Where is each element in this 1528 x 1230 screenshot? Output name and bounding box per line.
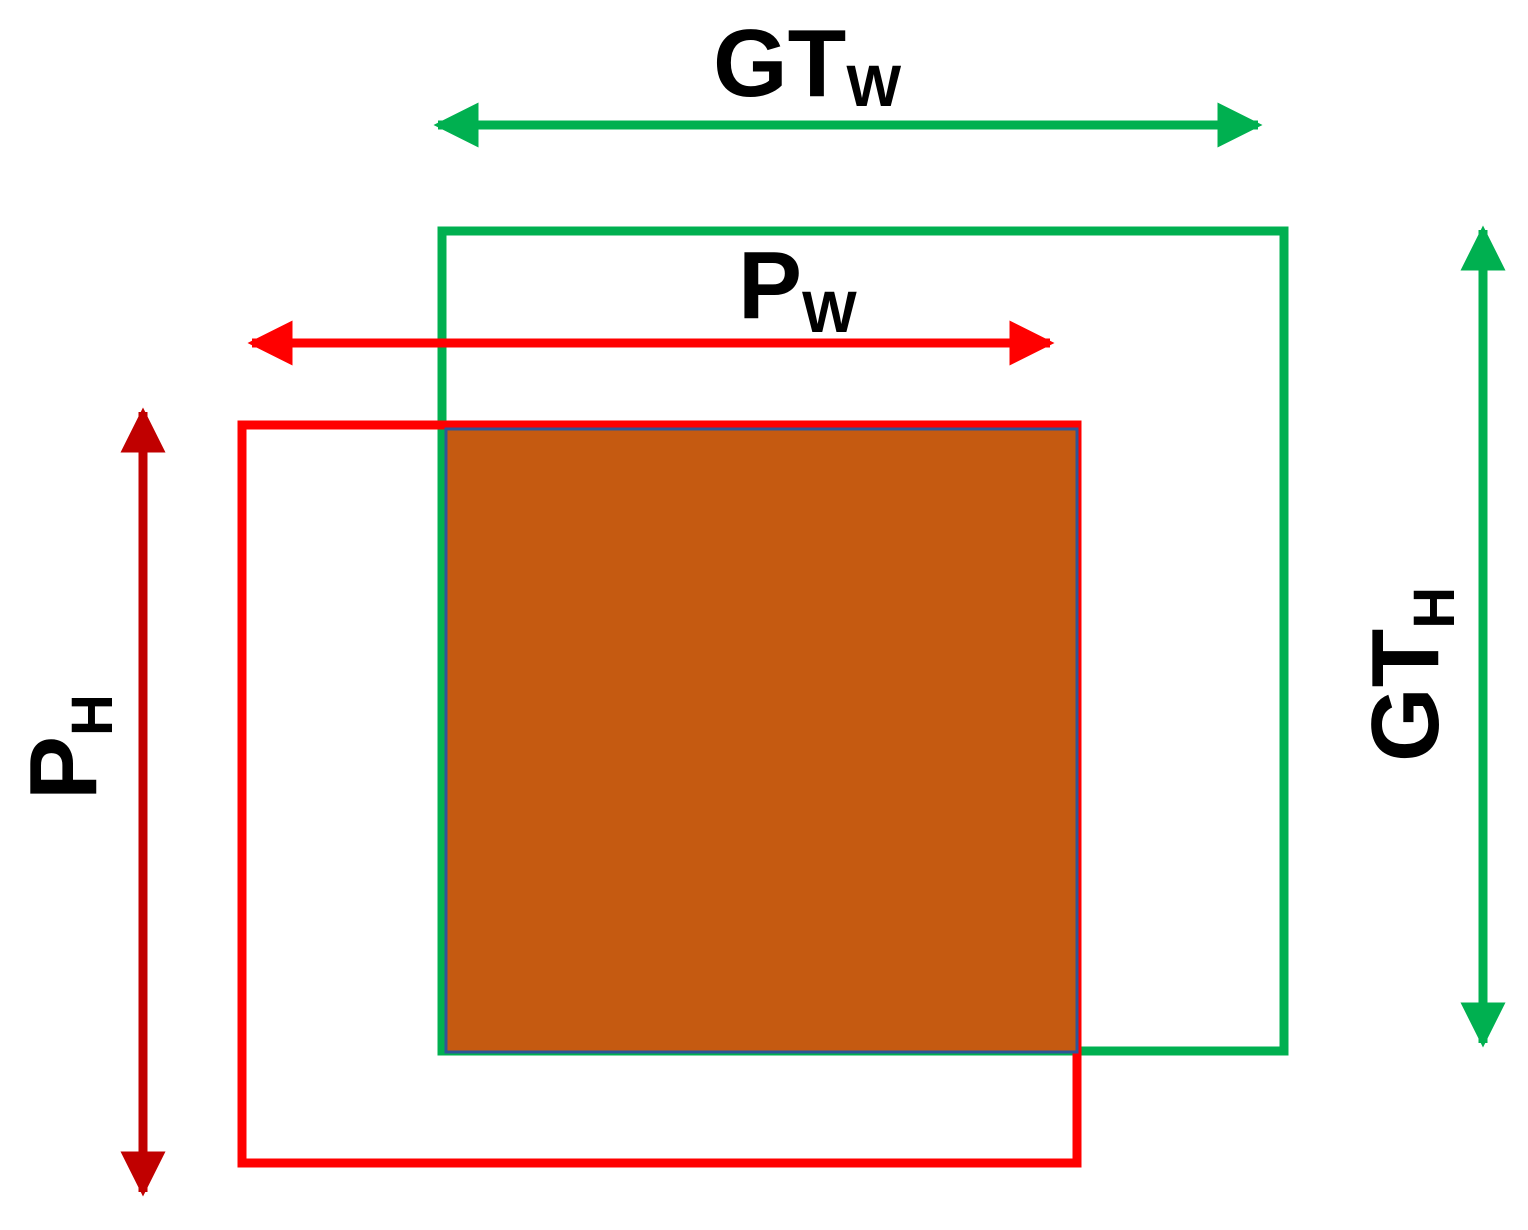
gt-width-label: GTW [713,10,901,119]
gt-height-label: GTH [1352,587,1467,762]
p-width-label: PW [738,232,857,345]
p-height-label: PH [10,694,125,800]
intersection-area [444,427,1079,1054]
